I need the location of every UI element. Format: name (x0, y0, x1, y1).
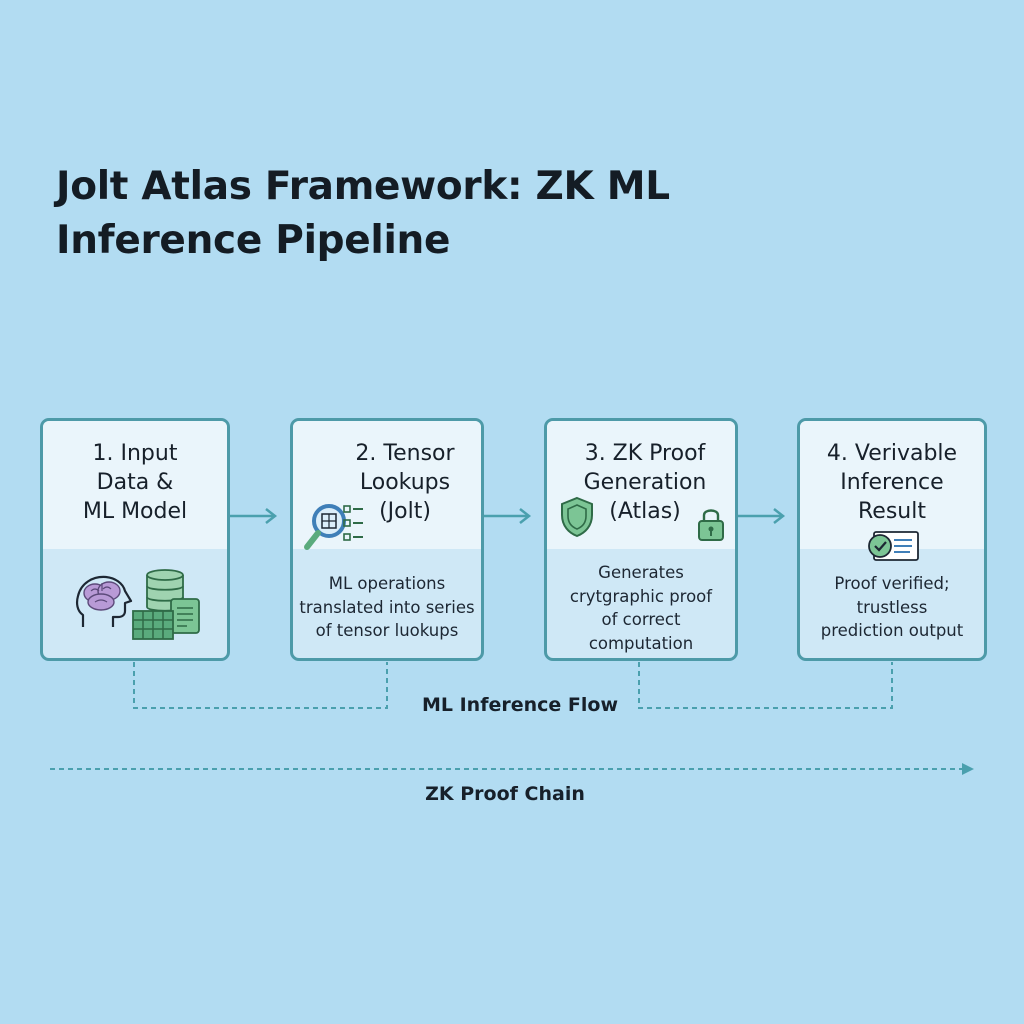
step-title: 1. Input Data & ML Model (82, 441, 188, 524)
shield-icon (561, 496, 593, 538)
step-title: 3. ZK Proof Generation (Atlas) (583, 441, 707, 524)
table-grid-icon (132, 610, 174, 640)
step-title: 2. Tensor Lookups (Jolt) (355, 441, 455, 524)
proof-chain-arrow (50, 763, 974, 775)
step-card-result: 4. Verivable Inference Result Proof veri… (797, 418, 987, 661)
step-card-zk-proof: 3. ZK Proof Generation (Atlas) Generates… (544, 418, 738, 661)
chain-label: ZK Proof Chain (425, 783, 585, 805)
step-description: ML operations translated into series of … (299, 574, 475, 640)
magnifier-icon (304, 504, 346, 550)
step-title: 4. Verivable Inference Result (826, 441, 958, 524)
flow-label: ML Inference Flow (421, 694, 619, 716)
padlock-icon (698, 509, 724, 541)
card-header (800, 421, 984, 549)
lookup-table-icon (343, 505, 363, 541)
verified-certificate-icon (868, 531, 919, 561)
step-arrow-3 (738, 508, 786, 524)
step-description: Proof verified; trustless prediction out… (820, 574, 964, 640)
step-description: Generates crytgraphic proof of correct c… (569, 563, 713, 653)
step-arrow-2 (484, 508, 532, 524)
step-card-input: 1. Input Data & ML Model (40, 418, 230, 661)
brain-head-icon (75, 575, 133, 627)
diagram-title: Jolt Atlas Framework: ZK ML Inference Pi… (56, 164, 670, 263)
step-card-tensor-lookups: 2. Tensor Lookups (Jolt) ML operations t… (290, 418, 484, 661)
step-arrow-1 (230, 508, 278, 524)
flow-bracket-left (133, 662, 388, 709)
flow-bracket-right (638, 662, 893, 709)
card-header (43, 421, 227, 549)
